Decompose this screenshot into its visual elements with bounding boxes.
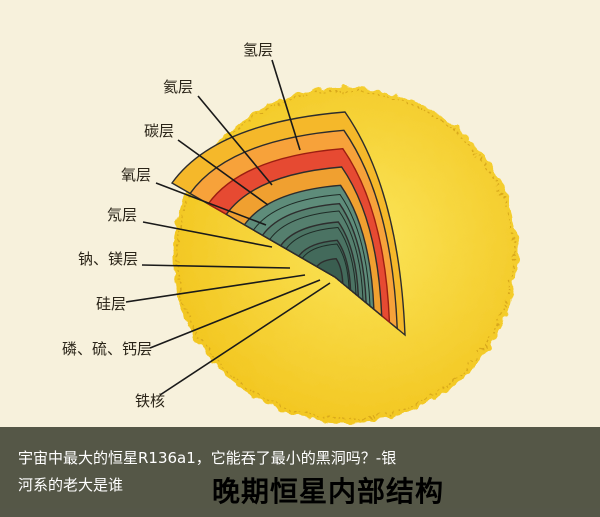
leader-line-0	[271, 59, 301, 151]
leader-line-2	[177, 139, 269, 206]
leader-line-7	[149, 279, 321, 349]
caption-overlay	[0, 427, 600, 517]
cutaway-wedge	[170, 111, 406, 337]
leader-line-6	[125, 274, 306, 303]
label-oxygen-layer: 氧层	[121, 166, 152, 184]
label-hydrogen-layer: 氢层	[243, 41, 274, 59]
label-helium-layer: 氦层	[163, 78, 194, 96]
leader-line-8	[159, 282, 331, 396]
leader-line-1	[197, 95, 273, 186]
leader-lines	[125, 59, 331, 396]
label-sodium-magnesium-layer: 钠、镁层	[78, 250, 139, 268]
wedge-layer-8	[315, 257, 344, 285]
label-neon-layer: 氖层	[107, 206, 138, 224]
label-phosphorus-sulfur-calcium-layer: 磷、硫、钙层	[62, 340, 153, 358]
wedge-ring-2	[285, 226, 357, 295]
wedge-ring-1	[269, 210, 364, 301]
headline-line-1[interactable]: 宇宙中最大的恒星R136a1，它能吞了最小的黑洞吗？-银	[18, 449, 397, 467]
label-silicon-layer: 硅层	[96, 295, 127, 313]
headline-line-2[interactable]: 河系的老大是谁	[18, 476, 124, 494]
leader-line-3	[155, 182, 267, 226]
label-iron-core: 铁核	[135, 392, 166, 410]
wedge-ring-0	[253, 193, 371, 307]
star-surface-outline	[176, 90, 514, 420]
leader-line-4	[142, 221, 273, 248]
diagram-title: 晚期恒星内部结构	[212, 475, 445, 508]
label-carbon-layer: 碳层	[144, 122, 175, 140]
wedge-ring-3	[301, 243, 350, 289]
leader-line-5	[141, 264, 291, 269]
